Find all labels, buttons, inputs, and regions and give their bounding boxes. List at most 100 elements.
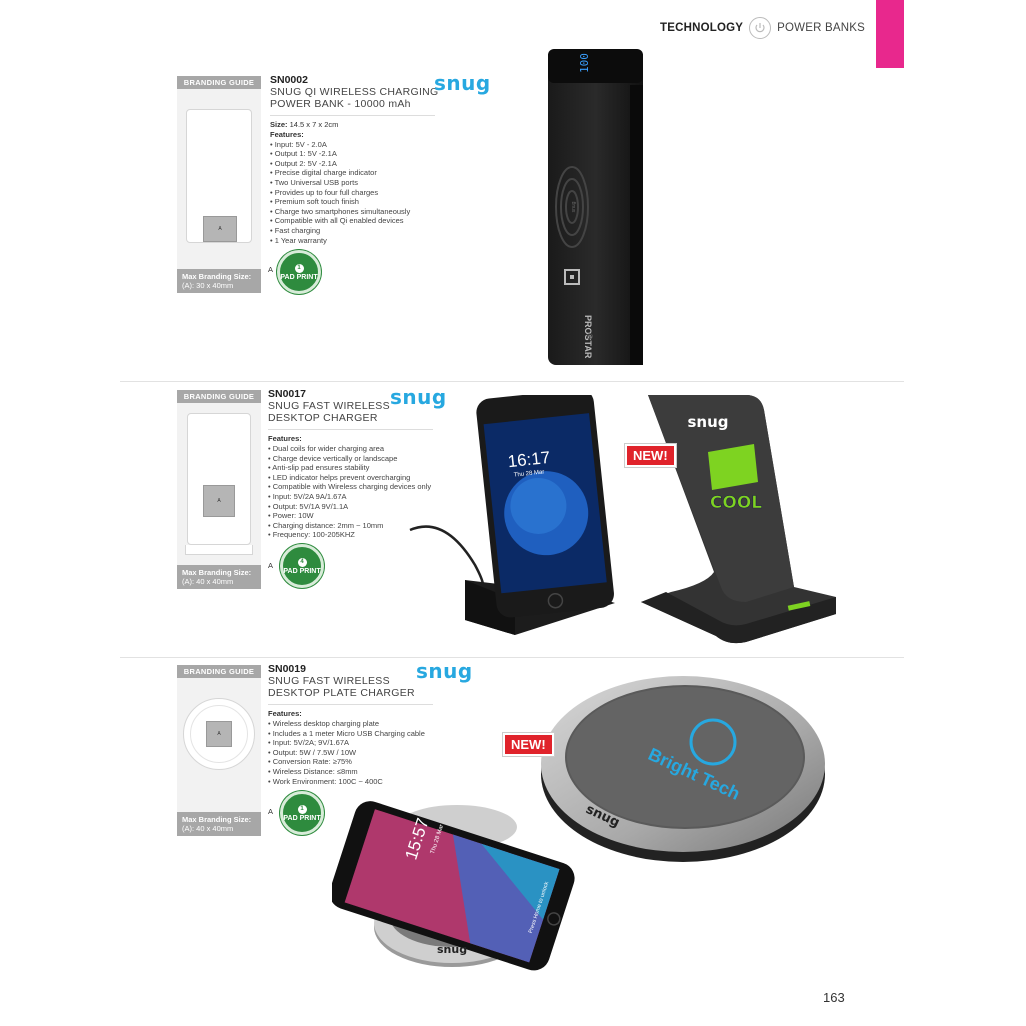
branding-guide-2: BRANDING GUIDE A Max Branding Size: (A):… (177, 390, 261, 589)
feature-item: Charge two smartphones simultaneously (270, 207, 439, 217)
section-divider (120, 381, 904, 382)
pad-print-badge: 1 PAD PRINT (277, 250, 321, 294)
feature-item: Wireless desktop charging plate (268, 719, 433, 729)
snug-logo: snug (434, 71, 491, 95)
features-list: Input: 5V - 2.0A Output 1: 5V -2.1A Outp… (270, 140, 439, 246)
branding-guide-heading: BRANDING GUIDE (177, 665, 261, 678)
pad-print-colours: 4 (297, 557, 307, 567)
feature-item: 1 Year warranty (270, 236, 439, 246)
category-title: TECHNOLOGY (660, 22, 744, 34)
qi-icon: ⊕ (586, 331, 594, 341)
branding-area: A (206, 721, 232, 747)
divider (268, 429, 433, 430)
charging-plate-image: Bright Tech snug (541, 676, 825, 862)
print-position: A (268, 561, 274, 570)
stand-base-outline (185, 545, 253, 555)
divider (270, 115, 435, 116)
desktop-charger-image: 16:17 Thu 28 Mar (409, 395, 615, 635)
branding-guide-frame: A (177, 89, 261, 269)
feature-item: Includes a 1 meter Micro USB Charging ca… (268, 729, 433, 739)
pad-print-colours: 1 (297, 804, 307, 814)
branding-guide-heading: BRANDING GUIDE (177, 390, 261, 403)
branding-guide-3: BRANDING GUIDE A Max Branding Size: (A):… (177, 665, 261, 836)
feature-item: Wireless Distance: ≤8mm (268, 767, 433, 777)
feature-item: Premium soft touch finish (270, 197, 439, 207)
stand-brand: snug (687, 413, 728, 431)
pad-print-label: PAD PRINT (283, 814, 321, 822)
branding-guide-frame: A (177, 678, 261, 812)
phone-date: Thu 28 Mar (514, 469, 545, 478)
max-branding-value: (A): 40 x 40mm (182, 577, 234, 586)
new-badge: NEW! (503, 733, 554, 756)
small-plate-brand: snug (437, 943, 467, 956)
product-outline (187, 413, 251, 545)
pad-print-label: PAD PRINT (283, 567, 321, 575)
pad-brand: snug (571, 201, 577, 212)
feature-item: Frequency: 100-205KHZ (268, 530, 433, 540)
product-name-line2: DESKTOP CHARGER (268, 412, 378, 424)
plate-inner-outline (190, 705, 248, 763)
feature-item: Input: 5V/2A 9A/1.67A (268, 492, 433, 502)
plate-with-phone-image: 15:57 Thu 28 Mar Press Home to unlock sn… (332, 801, 575, 971)
new-badge: NEW! (625, 444, 676, 467)
max-branding-label: Max Branding Size: (182, 815, 252, 824)
size-label: Size: (270, 120, 288, 129)
feature-item: Compatible with Wireless charging device… (268, 482, 433, 492)
page-number: 163 (823, 990, 845, 1005)
features-heading: Features: (268, 709, 302, 718)
feature-item: Output 2: 5V -2.1A (270, 159, 439, 169)
features-heading: Features: (270, 129, 304, 139)
feature-item: Conversion Rate: ≥75% (268, 757, 433, 767)
feature-item: Input: 5V - 2.0A (270, 140, 439, 150)
divider (268, 704, 433, 705)
product-size: Size: 14.5 x 7 x 2cm (270, 120, 439, 130)
max-branding-size: Max Branding Size: (A): 40 x 40mm (177, 565, 261, 589)
branding-guide-heading: BRANDING GUIDE (177, 76, 261, 89)
phone-time: 16:17 (507, 448, 551, 471)
feature-item: Provides up to four full charges (270, 188, 439, 198)
section-divider (120, 657, 904, 658)
feature-item: Fast charging (270, 226, 439, 236)
max-branding-value: (A): 30 x 40mm (182, 281, 234, 290)
section-tab (876, 0, 904, 68)
feature-item: Charging distance: 2mm ~ 10mm (268, 521, 433, 531)
product-info-1: SN0002 SNUG QI WIRELESS CHARGING POWER B… (270, 74, 439, 245)
branding-area: A (203, 216, 237, 242)
bulb-logo-icon (689, 718, 737, 766)
print-position: A (268, 265, 274, 274)
prostar-logo-icon (564, 269, 580, 285)
branding-guide-frame: A (177, 403, 261, 565)
snug-logo: snug (390, 385, 447, 409)
wireless-stand-image: snug COOL (641, 395, 836, 644)
max-branding-label: Max Branding Size: (182, 568, 252, 577)
branding-area: A (203, 485, 235, 517)
max-branding-label: Max Branding Size: (182, 272, 252, 281)
snug-logo: snug (416, 659, 473, 683)
feature-item: Work Environment: 100C ~ 400C (268, 777, 433, 787)
print-position: A (268, 807, 274, 816)
prostar-brand: PROSTAR (583, 315, 593, 359)
max-branding-value: (A): 40 x 40mm (182, 824, 234, 833)
power-bank-image: 100 snug PROSTAR ⊕ (548, 49, 643, 365)
product-name-line2: DESKTOP PLATE CHARGER (268, 687, 415, 699)
product-code: SN0002 (270, 74, 308, 86)
pad-print-label: PAD PRINT (280, 273, 318, 281)
feature-item: Compatible with all Qi enabled devices (270, 216, 439, 226)
feature-item: LED indicator helps prevent overcharging (268, 473, 433, 483)
product-name-line2: POWER BANK - 10000 mAh (270, 98, 411, 110)
subcategory-title: POWER BANKS (777, 22, 865, 34)
feature-item: Precise digital charge indicator (270, 168, 439, 178)
power-icon (749, 17, 772, 39)
stand-logo-text: COOL (710, 493, 762, 513)
branding-guide-1: BRANDING GUIDE A Max Branding Size: (A):… (177, 76, 261, 293)
product-info-3: SN0019 SNUG FAST WIRELESS DESKTOP PLATE … (268, 663, 433, 786)
page-header: TECHNOLOGY POWER BANKS (660, 17, 865, 39)
feature-item: Input: 5V/2A; 9V/1.67A (268, 738, 433, 748)
feature-item: Charge device vertically or landscape (268, 454, 433, 464)
product-name-line1: SNUG FAST WIRELESS (268, 675, 390, 687)
cool-logo-icon (708, 444, 758, 490)
pad-print-colours: 1 (294, 263, 304, 273)
product-info-2: SN0017 SNUG FAST WIRELESS DESKTOP CHARGE… (268, 388, 433, 540)
feature-item: Dual coils for wider charging area (268, 444, 433, 454)
size-value: 14.5 x 7 x 2cm (289, 120, 339, 129)
